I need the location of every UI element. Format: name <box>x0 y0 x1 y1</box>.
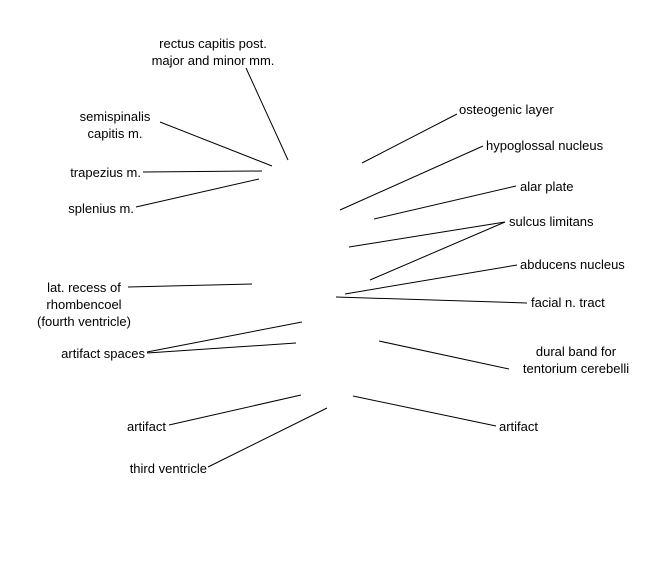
leader-hypoglossal-nucleus <box>339 145 484 211</box>
leader-splenius <box>135 178 260 208</box>
label-artifact-right: artifact <box>499 419 539 434</box>
leader-artifact-spaces-b <box>146 342 297 354</box>
label-trapezius: trapezius m. <box>70 165 141 180</box>
leader-abducens-nucleus <box>344 264 518 295</box>
leader-artifact-spaces-a <box>146 321 303 353</box>
leader-artifact-right <box>352 395 497 427</box>
leader-facial-tract <box>335 296 528 304</box>
label-osteogenic-layer: osteogenic layer <box>459 102 554 117</box>
leader-sulcus-limitans-a <box>348 221 506 248</box>
leader-osteogenic-layer <box>361 113 458 164</box>
label-dural-band: dural band for tentorium cerebelli <box>522 344 630 376</box>
leader-alar-plate <box>373 185 517 220</box>
leader-trapezius <box>142 170 263 173</box>
label-sulcus-limitans: sulcus limitans <box>509 214 594 229</box>
leader-sulcus-limitans-b <box>369 221 506 281</box>
label-abducens-nucleus: abducens nucleus <box>520 257 625 272</box>
leader-rectus-capitis <box>245 67 289 161</box>
leader-lat-recess <box>127 283 253 288</box>
leader-third-ventricle <box>207 407 328 468</box>
label-lat-recess: lat. recess of rhombencoel (fourth ventr… <box>37 280 131 329</box>
label-alar-plate: alar plate <box>520 179 574 194</box>
label-facial-tract: facial n. tract <box>531 295 605 310</box>
leader-semispinalis <box>159 121 273 167</box>
label-hypoglossal-nucleus: hypoglossal nucleus <box>486 138 604 153</box>
label-splenius: splenius m. <box>68 201 134 216</box>
leader-artifact-left <box>168 394 302 426</box>
label-semispinalis: semispinalis capitis m. <box>79 109 151 141</box>
label-rectus-capitis: rectus capitis post. major and minor mm. <box>151 36 275 68</box>
label-artifact-spaces: artifact spaces <box>61 346 145 361</box>
label-artifact-left: artifact <box>126 419 166 434</box>
leader-dural-band <box>378 340 510 370</box>
label-third-ventricle: third ventricle <box>129 461 207 476</box>
